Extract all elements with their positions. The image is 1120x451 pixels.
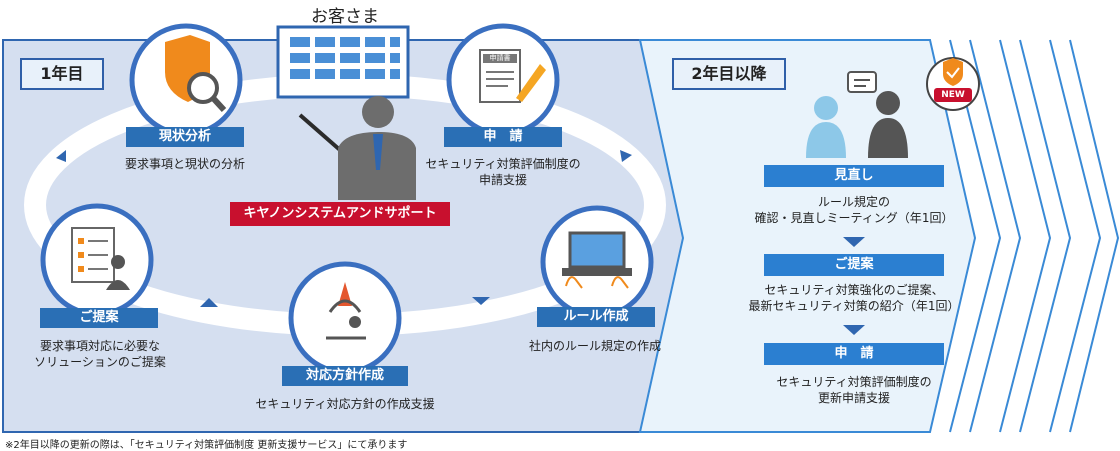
year1-label: 1年目 xyxy=(20,58,104,90)
cycle-arrow xyxy=(472,297,490,305)
chevron-2 xyxy=(969,39,1022,433)
proposal-document-icon xyxy=(71,227,130,290)
step-desc-proposal: 要求事項対応に必要なソリューションのご提案 xyxy=(34,339,166,369)
chevron-3 xyxy=(999,39,1052,433)
laptop-icon xyxy=(562,231,632,289)
step-desc-rules: 社内のルール規定の作成 xyxy=(528,339,661,353)
year2-step-title-apply: 申 請 xyxy=(764,343,944,365)
step-title-apply: 申 請 xyxy=(444,127,562,147)
step-circle-policy xyxy=(288,261,402,375)
year2-step-desc-proposal: セキュリティ対策強化のご提案、最新セキュリティ対策の紹介（年1回） xyxy=(748,283,960,313)
new-badge-icon xyxy=(926,57,980,111)
step-title-policy: 対応方針作成 xyxy=(282,366,408,386)
step-title-analysis: 現状分析 xyxy=(126,127,244,147)
new-badge-text: NEW xyxy=(941,90,965,100)
chevron-5 xyxy=(1049,39,1102,433)
year2-label: 2年目以降 xyxy=(672,58,786,90)
step-desc-apply: セキュリティ対策評価制度の申請支援 xyxy=(425,157,581,187)
down-arrow xyxy=(843,325,865,335)
step-title-proposal: ご提案 xyxy=(40,308,158,328)
cycle-arrow xyxy=(620,150,632,162)
shield-search-icon xyxy=(165,35,227,113)
step-desc-policy: セキュリティ対応方針の作成支援 xyxy=(255,397,435,411)
presenter-icon xyxy=(298,96,416,200)
year2-step-desc-apply: セキュリティ対策評価制度の更新申請支援 xyxy=(776,375,932,405)
cycle-arrow xyxy=(56,150,66,162)
step-title-rules: ルール作成 xyxy=(537,307,655,327)
year2-step-desc-review: ルール規定の確認・見直しミーティング（年1回） xyxy=(754,195,954,225)
doc-icon-text: 申請書 xyxy=(489,54,511,62)
chevron-4 xyxy=(1019,39,1072,433)
year2-step-title-proposal: ご提案 xyxy=(764,254,944,276)
document-pen-icon xyxy=(479,49,546,103)
year2-step-title-review: 見直し xyxy=(764,165,944,187)
chevron-6 xyxy=(1069,39,1120,433)
down-arrow xyxy=(843,237,865,247)
meeting-people-icon xyxy=(806,71,908,158)
step-desc-analysis: 要求事項と現状の分析 xyxy=(124,157,245,171)
support-company-label: キヤノンシステムアンドサポート xyxy=(230,202,450,226)
cycle-arrow xyxy=(200,298,218,307)
compass-icon xyxy=(326,282,366,340)
customer-label: お客さま xyxy=(311,7,379,27)
board-grid xyxy=(290,37,400,79)
footnote: ※2年目以降の更新の際は、「セキュリティ対策評価制度 更新支援サービス」にて承り… xyxy=(5,440,408,451)
